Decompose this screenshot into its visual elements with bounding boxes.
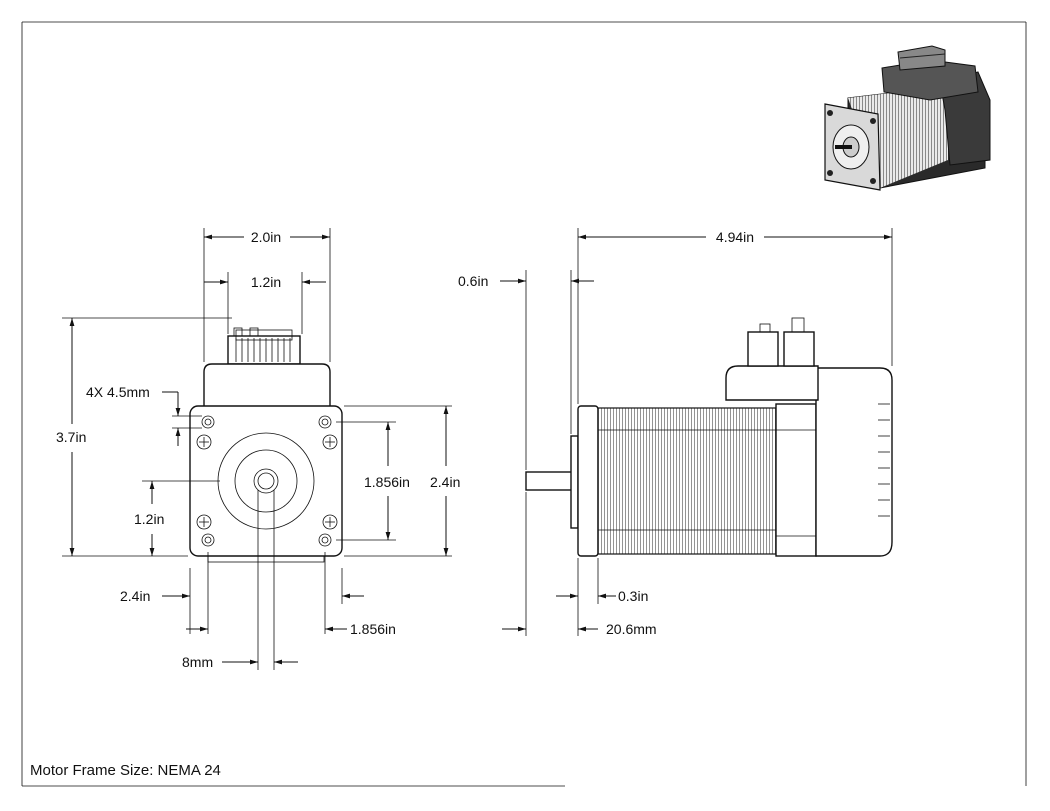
dim-shaft-length: 0.6in [458, 273, 488, 289]
dim-overall-length: 4.94in [716, 229, 754, 245]
dim-hole-spacing-v: 1.856in [364, 474, 410, 490]
dim-shaft-center-height: 1.2in [134, 511, 164, 527]
front-dimensions [62, 228, 452, 670]
front-connector [227, 327, 301, 365]
dim-frame-width: 2.4in [120, 588, 150, 604]
front-view [189, 327, 343, 563]
dim-hole-spacing-h: 1.856in [350, 621, 396, 637]
phillips-screws [196, 434, 338, 530]
dim-connector-width: 1.2in [251, 274, 281, 290]
dim-overall-height: 3.7in [56, 429, 86, 445]
side-view [525, 317, 893, 557]
dim-pilot-length: 20.6mm [606, 621, 657, 637]
side-dimensions [500, 228, 893, 636]
dim-flange-thickness: 0.3in [618, 588, 648, 604]
dim-hole-spec: 4X 4.5mm [86, 384, 150, 400]
dim-frame-height: 2.4in [430, 474, 460, 490]
frame-size-label: Motor Frame Size: NEMA 24 [30, 762, 221, 779]
sheet-border [21, 21, 1027, 787]
isometric-motor-image [824, 45, 991, 191]
dim-overall-width: 2.0in [251, 229, 281, 245]
dim-shaft-diameter: 8mm [182, 654, 213, 670]
shaft-end [253, 468, 279, 494]
mount-holes [201, 415, 332, 547]
side-flange [577, 405, 599, 557]
side-driver [815, 367, 893, 557]
side-shaft [525, 471, 573, 491]
